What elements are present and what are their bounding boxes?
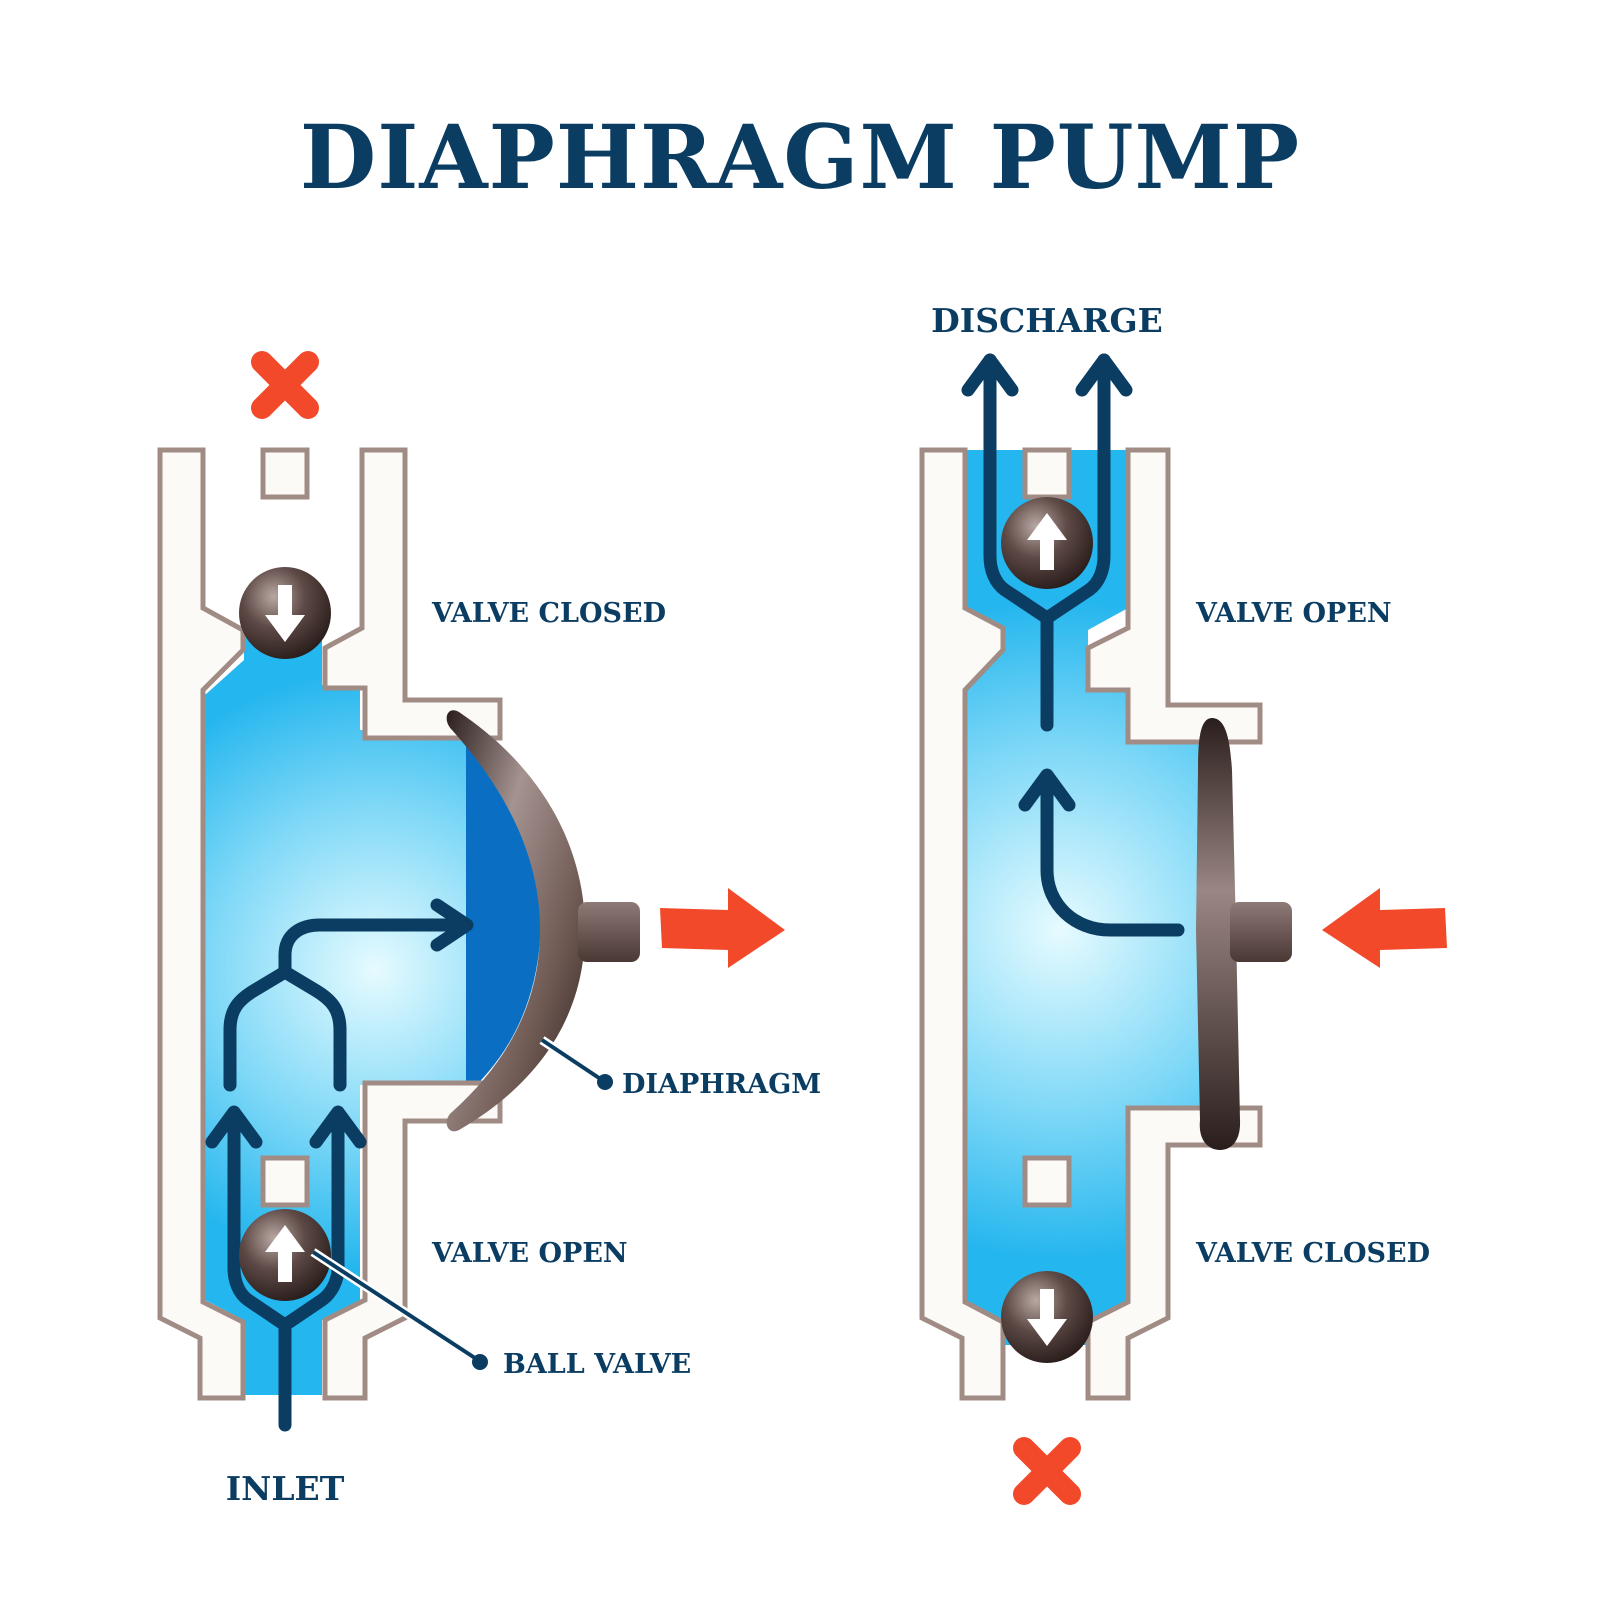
down-arrow-icon [265,585,305,642]
left-pump [157,351,785,1432]
ball-valve-leader-dot [472,1354,488,1370]
label-inlet: INLET [226,1469,345,1508]
right-fluid [965,450,1212,1345]
discharge-flow-left [983,353,1054,625]
right-pump-wall-lower [1085,1105,1263,1401]
right-pump [919,353,1447,1505]
right-diaphragm-stem [1230,902,1292,962]
label-left-bottom-valve: VALVE OPEN [431,1238,628,1269]
discharge-flow-right [1040,353,1111,625]
right-top-ball [1001,497,1093,589]
label-discharge: DISCHARGE [931,301,1163,340]
inlet-arrowhead-left [205,1105,263,1149]
right-bottom-ball [1001,1271,1093,1363]
x-mark-icon [1013,1437,1081,1505]
chamber-flow-to-diaphragm [278,918,467,979]
x-mark-icon [251,351,319,419]
right-pump-wall-left [919,447,1006,1401]
left-pump-wall-left [157,447,246,1401]
chamber-arrowhead [430,898,474,952]
diaphragm-leader [540,1038,604,1082]
right-top-stop [1022,447,1072,500]
right-bottom-stop [1022,1155,1072,1208]
ball-valve-leader [311,1250,480,1362]
down-arrow-icon [1027,1289,1067,1346]
page-title: DIAPHRAGM PUMP [300,105,1300,209]
label-right-bottom-valve: VALVE CLOSED [1195,1238,1430,1269]
right-chamber-flow [1040,773,1185,937]
right-pump-wall-upper [1085,447,1263,745]
discharge-arrowhead-left [961,353,1019,397]
left-bottom-stop [260,1155,310,1208]
diaphragm-leader-dot [597,1074,613,1090]
left-diaphragm [446,710,585,1132]
discharge-arrowhead-right [1075,353,1133,397]
left-top-ball [239,567,331,659]
up-arrow-icon [265,1225,305,1282]
left-chamber-dark [466,735,541,1095]
label-left-top-valve: VALVE CLOSED [431,598,666,629]
red-arrow-icon [660,888,785,968]
left-diaphragm-stem [578,902,640,962]
right-diaphragm [1196,718,1241,1150]
left-pump-wall-upper [322,447,503,741]
inlet-arrowhead-right [309,1105,367,1149]
left-top-stop [260,447,310,500]
chamber-flow-left [223,965,292,1092]
chamber-flow-right [278,965,347,1092]
label-ball-valve: BALL VALVE [503,1349,691,1380]
label-right-top-valve: VALVE OPEN [1195,598,1392,629]
inlet-flow-split-left [227,1113,292,1332]
up-arrow-icon [1027,513,1067,570]
label-diaphragm: DIAPHRAGM [622,1069,821,1100]
left-pump-wall-lower [322,1080,503,1401]
right-chamber-arrowhead [1018,768,1076,812]
left-bottom-ball [239,1209,331,1301]
red-arrow-icon [1322,888,1447,968]
